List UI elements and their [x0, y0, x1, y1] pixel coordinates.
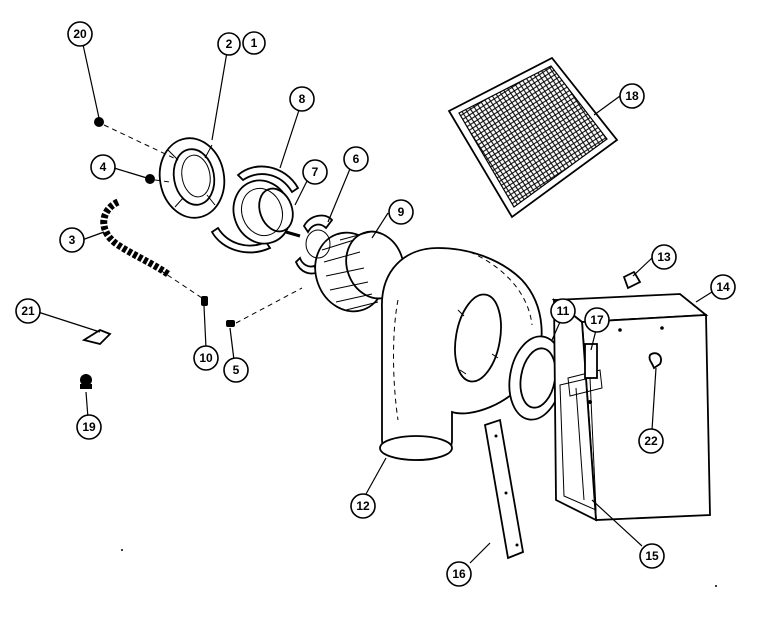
callout-18-label: 18 [625, 89, 639, 103]
callout-13: 13 [651, 244, 677, 270]
screw-part-20 [94, 117, 104, 127]
callout-2: 2 [217, 32, 241, 56]
grease-filter-part [447, 56, 619, 219]
callout-13-label: 13 [657, 250, 671, 264]
motor-bracket-part-8 [210, 165, 300, 254]
callout-5-label: 5 [233, 363, 240, 377]
scan-speck [715, 585, 717, 587]
callout-10-label: 10 [199, 351, 213, 365]
alignment-line [103, 124, 179, 161]
plate-part-16 [483, 418, 525, 560]
clip-part-22 [648, 352, 662, 370]
callout-21: 21 [15, 298, 41, 324]
alignment-line [154, 179, 171, 183]
callout-19: 19 [76, 414, 102, 440]
clamp-part-6 [294, 214, 334, 275]
callout-8-label: 8 [299, 92, 306, 106]
motor-part-7 [232, 179, 301, 245]
callout-17-label: 17 [590, 313, 604, 327]
callout-18: 18 [619, 83, 645, 109]
callout-15: 15 [639, 543, 665, 569]
callout-20: 20 [67, 21, 93, 47]
enclosure-box-part-14 [551, 293, 711, 522]
alignment-line [235, 287, 303, 324]
callout-6-label: 6 [353, 152, 360, 166]
callout-3: 3 [59, 227, 85, 253]
callout-1-label: 1 [251, 36, 258, 50]
callout-11-label: 11 [557, 304, 570, 318]
nut-part-4 [145, 174, 155, 184]
callout-4: 4 [90, 154, 116, 180]
callout-2-label: 2 [226, 37, 233, 51]
fastener-part-19 [80, 374, 92, 389]
clip-part-13 [622, 270, 642, 290]
callout-7: 7 [302, 159, 328, 185]
callout-12: 12 [350, 493, 376, 519]
callout-3-label: 3 [69, 233, 76, 247]
callout-8: 8 [289, 86, 315, 112]
callout-10: 10 [193, 345, 219, 371]
callout-12-label: 12 [356, 499, 370, 513]
screw-part-10 [201, 296, 208, 306]
callout-20-label: 20 [73, 27, 87, 41]
callout-14: 14 [710, 274, 736, 300]
callout-21-label: 21 [21, 304, 35, 318]
callout-15-label: 15 [645, 549, 659, 563]
callout-17: 17 [584, 307, 610, 333]
callout-22: 22 [638, 428, 664, 454]
callout-14-label: 14 [716, 280, 730, 294]
callout-11: 11 [550, 298, 576, 324]
callout-9: 9 [388, 199, 414, 225]
callout-1: 1 [242, 31, 266, 55]
scan-speck [121, 549, 123, 551]
callout-4-label: 4 [100, 160, 107, 174]
bracket-part-17 [584, 343, 598, 379]
hook-part-21 [81, 328, 112, 345]
callout-19-label: 19 [82, 420, 96, 434]
leader-lines [37, 39, 713, 564]
callout-22-label: 22 [644, 434, 658, 448]
callout-16-label: 16 [452, 567, 466, 581]
callout-6: 6 [343, 146, 369, 172]
alignment-line [159, 269, 206, 301]
callout-16: 16 [446, 561, 472, 587]
blower-housing-part-12 [379, 247, 543, 461]
screw-part-5 [226, 320, 235, 327]
callout-7-label: 7 [312, 165, 319, 179]
callout-9-label: 9 [398, 205, 405, 219]
ring-gasket-part-11 [508, 335, 564, 421]
callout-5: 5 [223, 357, 249, 383]
cord-part-3 [100, 198, 170, 277]
motor-mount-ring-part [158, 137, 226, 219]
